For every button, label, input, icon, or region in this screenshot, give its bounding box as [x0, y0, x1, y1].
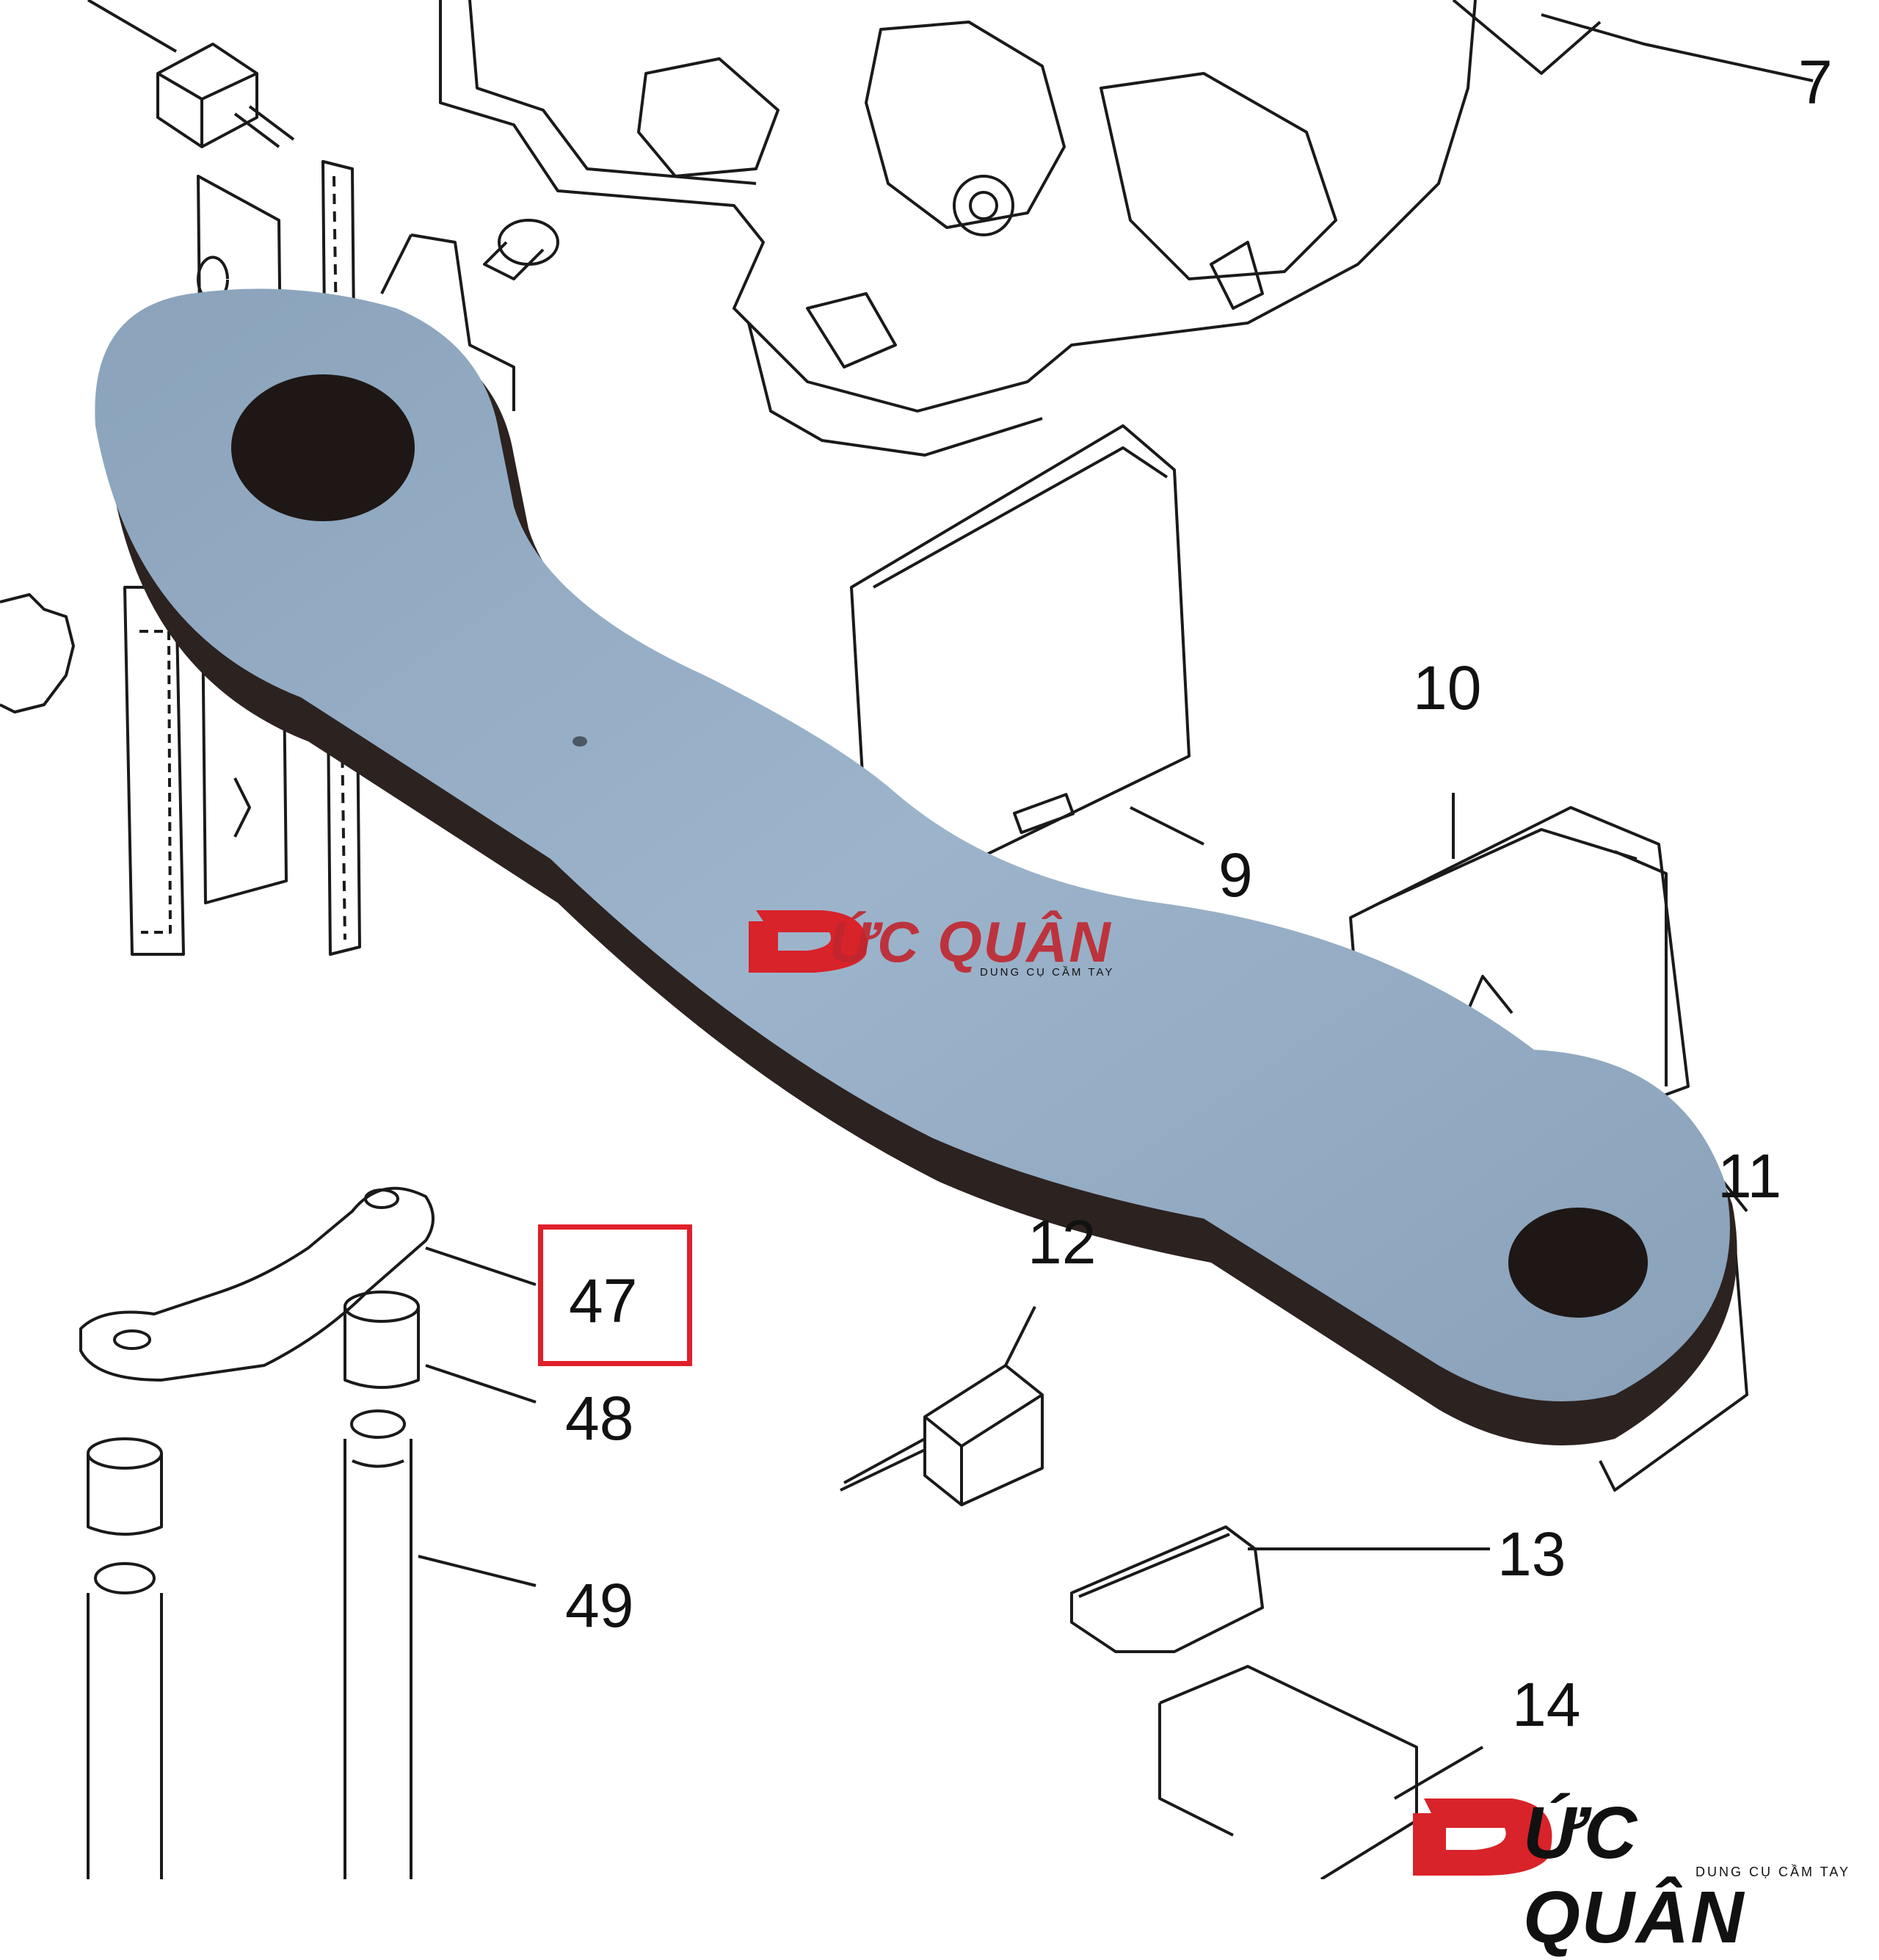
arm-47-drawing	[79, 1186, 537, 1382]
link-arm-photo	[95, 288, 1737, 1445]
line-art-drawing	[0, 0, 1814, 1881]
gear-housing	[439, 0, 1814, 457]
micro-switch-12	[840, 1306, 1044, 1506]
screw	[483, 219, 559, 280]
callout-49: 49	[565, 1571, 634, 1640]
bushing-48	[344, 1291, 537, 1404]
callout-9: 9	[1218, 841, 1253, 910]
watermark-logo-icon	[749, 910, 868, 973]
callout-13: 13	[1497, 1520, 1566, 1589]
highlight-box-47	[538, 1224, 692, 1366]
callout-14: 14	[1512, 1670, 1581, 1739]
pin-49	[344, 1409, 537, 1879]
callout-7: 7	[1798, 48, 1833, 117]
left-sleeve	[87, 1437, 163, 1879]
callout-47: 47	[569, 1266, 638, 1335]
part-14	[1158, 1665, 1484, 1881]
watermark-brand-name: ỨC QUÂN	[829, 910, 1112, 974]
part-13	[1070, 1525, 1490, 1653]
brand-tagline: DUNG CỤ CẦM TAY	[1696, 1865, 1851, 1879]
callout-48: 48	[565, 1384, 634, 1453]
pinion-gear	[0, 593, 75, 714]
callout-10: 10	[1413, 653, 1482, 722]
watermark-tagline: DUNG CỤ CẦM TAY	[980, 966, 1115, 979]
brand-logo-icon	[1413, 1799, 1552, 1876]
callout-11: 11	[1718, 1141, 1782, 1211]
sensor-component	[87, 0, 295, 148]
callout-12: 12	[1028, 1208, 1097, 1277]
